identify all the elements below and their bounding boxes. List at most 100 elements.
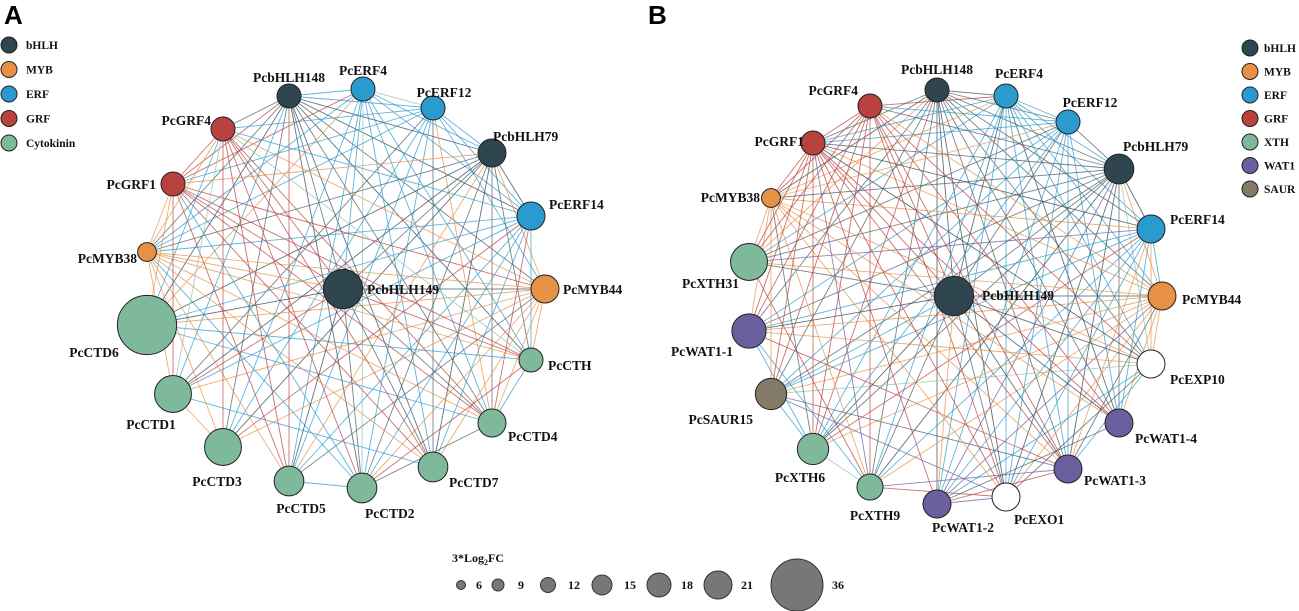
- edge-pcxth31-pcbhlh149: [748, 261, 955, 297]
- legend-label-xth: XTH: [1264, 137, 1289, 149]
- edge-pcerf4-pccth: [362, 88, 532, 361]
- edge-pcmyb44-pcgrf1: [812, 142, 1163, 297]
- legend-label-saur: SAUR: [1264, 184, 1296, 196]
- panel-letter-a: A: [4, 0, 23, 30]
- node-center-pcbhlh149[interactable]: [933, 275, 975, 317]
- edge-pcctd7-pcmyb38: [146, 251, 434, 468]
- node-pcbhlh148[interactable]: [924, 77, 950, 103]
- edge-pcbhlh148-pcxth9: [869, 89, 938, 488]
- edge-pcbhlh148-pcmyb38: [770, 89, 938, 199]
- edge-pcerf4-pcctd7: [362, 88, 434, 468]
- legend-swatch-erf: [1241, 86, 1259, 104]
- legend-swatch-myb: [0, 61, 18, 78]
- edge-pcbhlh148-pcmyb38: [146, 95, 290, 253]
- edge-pcbhlh79-pccth: [491, 152, 532, 361]
- edge-pcctd2-pcbhlh149: [342, 288, 363, 489]
- legend-swatch-myb: [1241, 63, 1259, 80]
- node-pcctd4[interactable]: [477, 408, 507, 438]
- node-pcctd5[interactable]: [273, 465, 305, 497]
- node-center-pcbhlh149[interactable]: [322, 268, 364, 310]
- edge-pcbhlh79-pcctd6: [146, 152, 493, 326]
- node-label-pcctd5: PcCTD5: [276, 501, 326, 516]
- node-pcmyb44[interactable]: [530, 274, 560, 304]
- node-label-pcbhlh79: PcbHLH79: [1123, 139, 1189, 154]
- node-pcctd2[interactable]: [346, 472, 378, 504]
- node-pcmyb44[interactable]: [1147, 281, 1177, 311]
- edge-pcxth31-pcgrf4: [748, 105, 871, 263]
- size-legend-label-15: 15: [624, 578, 636, 592]
- size-legend-circle-12: [540, 577, 556, 593]
- edge-pcbhlh148-pcbhlh79: [936, 89, 1120, 170]
- node-pcwat1-3[interactable]: [1053, 454, 1083, 484]
- node-pcmyb38[interactable]: [137, 242, 157, 262]
- size-legend-circle-6: [456, 580, 466, 590]
- edge-pcmyb44-pcctd3: [222, 288, 546, 448]
- node-pcerf4[interactable]: [350, 76, 376, 102]
- edge-pcbhlh79-pcgrf4: [869, 105, 1120, 170]
- legend-label-cytokinin: Cytokinin: [26, 138, 76, 150]
- edge-pcerf14-pcwat1-4: [1118, 228, 1152, 424]
- legend-swatch-grf: [1241, 110, 1259, 127]
- edge-pcbhlh148-pcbhlh149: [936, 89, 955, 297]
- edge-pcexo1-pcmyb38: [770, 197, 1007, 498]
- node-pcxth9[interactable]: [856, 473, 884, 501]
- edge-pcxth9-pcxth31: [748, 261, 871, 488]
- edge-pcbhlh79-pcexp10: [1118, 168, 1152, 365]
- node-label-pcmyb44: PcMYB44: [1182, 292, 1241, 307]
- node-pcwat1-4[interactable]: [1104, 408, 1134, 438]
- node-pcgrf1[interactable]: [160, 171, 186, 197]
- node-pcbhlh79[interactable]: [1103, 153, 1135, 185]
- legend-label-erf: ERF: [1264, 90, 1287, 102]
- node-pccth[interactable]: [518, 347, 544, 373]
- node-pcctd6[interactable]: [116, 294, 178, 356]
- node-pcexp10[interactable]: [1136, 349, 1166, 379]
- node-pcerf14[interactable]: [1136, 214, 1166, 244]
- node-pcerf4[interactable]: [993, 83, 1019, 109]
- edge-pcmyb44-pcgrf1: [172, 183, 546, 290]
- node-pcgrf1[interactable]: [800, 130, 826, 156]
- edge-pcerf14-pcxth31: [748, 228, 1152, 263]
- edge-pcerf12-pcctd1: [172, 107, 434, 395]
- edge-pcerf4-pcgrf1: [172, 88, 364, 185]
- node-pcerf12[interactable]: [1055, 109, 1081, 135]
- node-label-pcgrf4: PcGRF4: [809, 83, 859, 98]
- node-pcwat1-1[interactable]: [731, 313, 767, 349]
- node-pcsaur15[interactable]: [754, 377, 788, 411]
- edge-pcerf14-pcwat1-2: [936, 228, 1152, 505]
- legend-label-wat1: WAT1: [1264, 161, 1295, 173]
- size-legend-label-36: 36: [832, 578, 844, 592]
- node-pcerf14[interactable]: [516, 201, 546, 231]
- edge-pcbhlh148-pcbhlh79: [288, 95, 493, 154]
- edge-pcmyb44-pcctd7: [432, 288, 546, 468]
- node-pcctd3[interactable]: [204, 428, 242, 466]
- node-pcwat1-2[interactable]: [922, 489, 952, 519]
- edge-pcwat1-4-pcbhlh149: [953, 295, 1120, 424]
- edge-pcctd7-pcbhlh149: [342, 288, 434, 468]
- edge-pcctd2-pcmyb38: [146, 251, 363, 489]
- node-pcgrf4[interactable]: [210, 116, 236, 142]
- node-label-pcgrf1: PcGRF1: [755, 134, 805, 149]
- node-pcmyb38[interactable]: [761, 188, 781, 208]
- edge-pcmyb38-pcgrf4: [146, 128, 224, 253]
- edge-pcexp10-pcbhlh149: [953, 295, 1152, 365]
- node-pcctd1[interactable]: [154, 375, 192, 413]
- edge-pcbhlh148-pcctd4: [288, 95, 493, 424]
- node-pcxth6[interactable]: [796, 432, 830, 466]
- node-pcxth31[interactable]: [730, 243, 768, 281]
- node-pcerf12[interactable]: [420, 95, 446, 121]
- size-legend-label-21: 21: [741, 578, 753, 592]
- legend-label-myb: MYB: [26, 65, 53, 77]
- node-pcgrf4[interactable]: [857, 93, 883, 119]
- node-pcctd7[interactable]: [417, 451, 449, 483]
- node-pcexo1[interactable]: [991, 482, 1021, 512]
- node-label-pcsaur15: PcSAUR15: [689, 412, 754, 427]
- node-label-pccth: PcCTH: [548, 358, 592, 373]
- edge-pcbhlh79-pcmyb38: [770, 168, 1120, 199]
- size-legend-label-9: 9: [518, 578, 524, 592]
- node-label-pcctd7: PcCTD7: [449, 475, 499, 490]
- node-pcbhlh148[interactable]: [276, 83, 302, 109]
- node-pcbhlh79[interactable]: [477, 138, 507, 168]
- size-legend-circle-9: [491, 578, 505, 592]
